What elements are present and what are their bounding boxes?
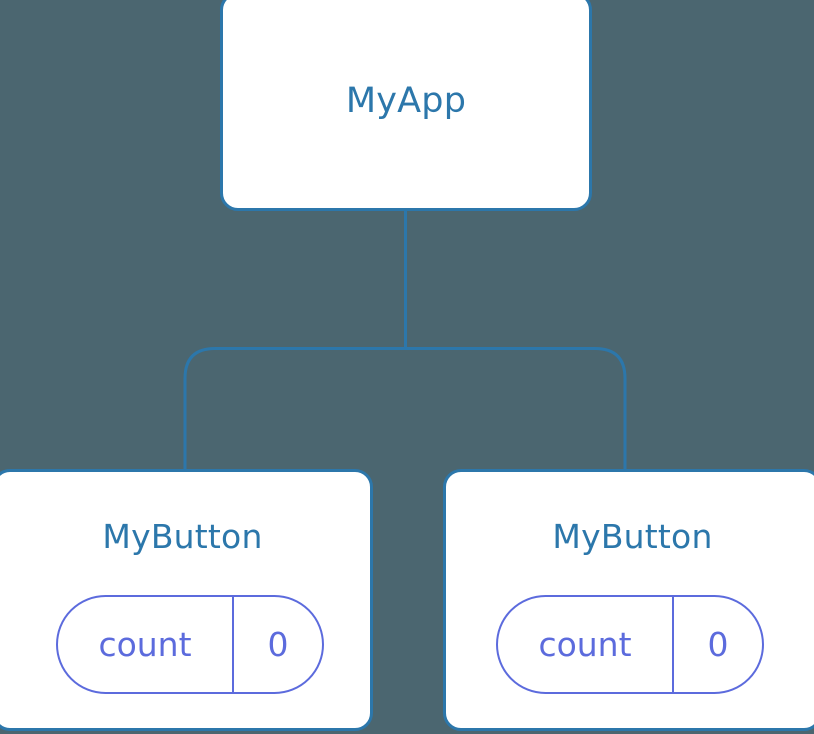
state-value: 0 — [267, 625, 289, 664]
connector-bus-to-child-0 — [183, 347, 406, 470]
node-title: MyApp — [345, 81, 467, 121]
node-myapp[interactable]: MyApp — [220, 0, 592, 211]
node-mybutton-1[interactable]: MyButton count 0 — [443, 469, 814, 731]
node-mybutton-0[interactable]: MyButton count 0 — [0, 469, 373, 731]
node-title: MyButton — [552, 517, 713, 556]
state-badge[interactable]: count 0 — [496, 595, 764, 694]
state-key: count — [538, 625, 632, 664]
state-key: count — [98, 625, 192, 664]
state-divider — [672, 597, 674, 692]
connector-bus-to-child-1 — [405, 347, 627, 470]
state-badge[interactable]: count 0 — [56, 595, 324, 694]
state-divider — [232, 597, 234, 692]
node-title: MyButton — [102, 517, 263, 556]
state-value: 0 — [707, 625, 729, 664]
